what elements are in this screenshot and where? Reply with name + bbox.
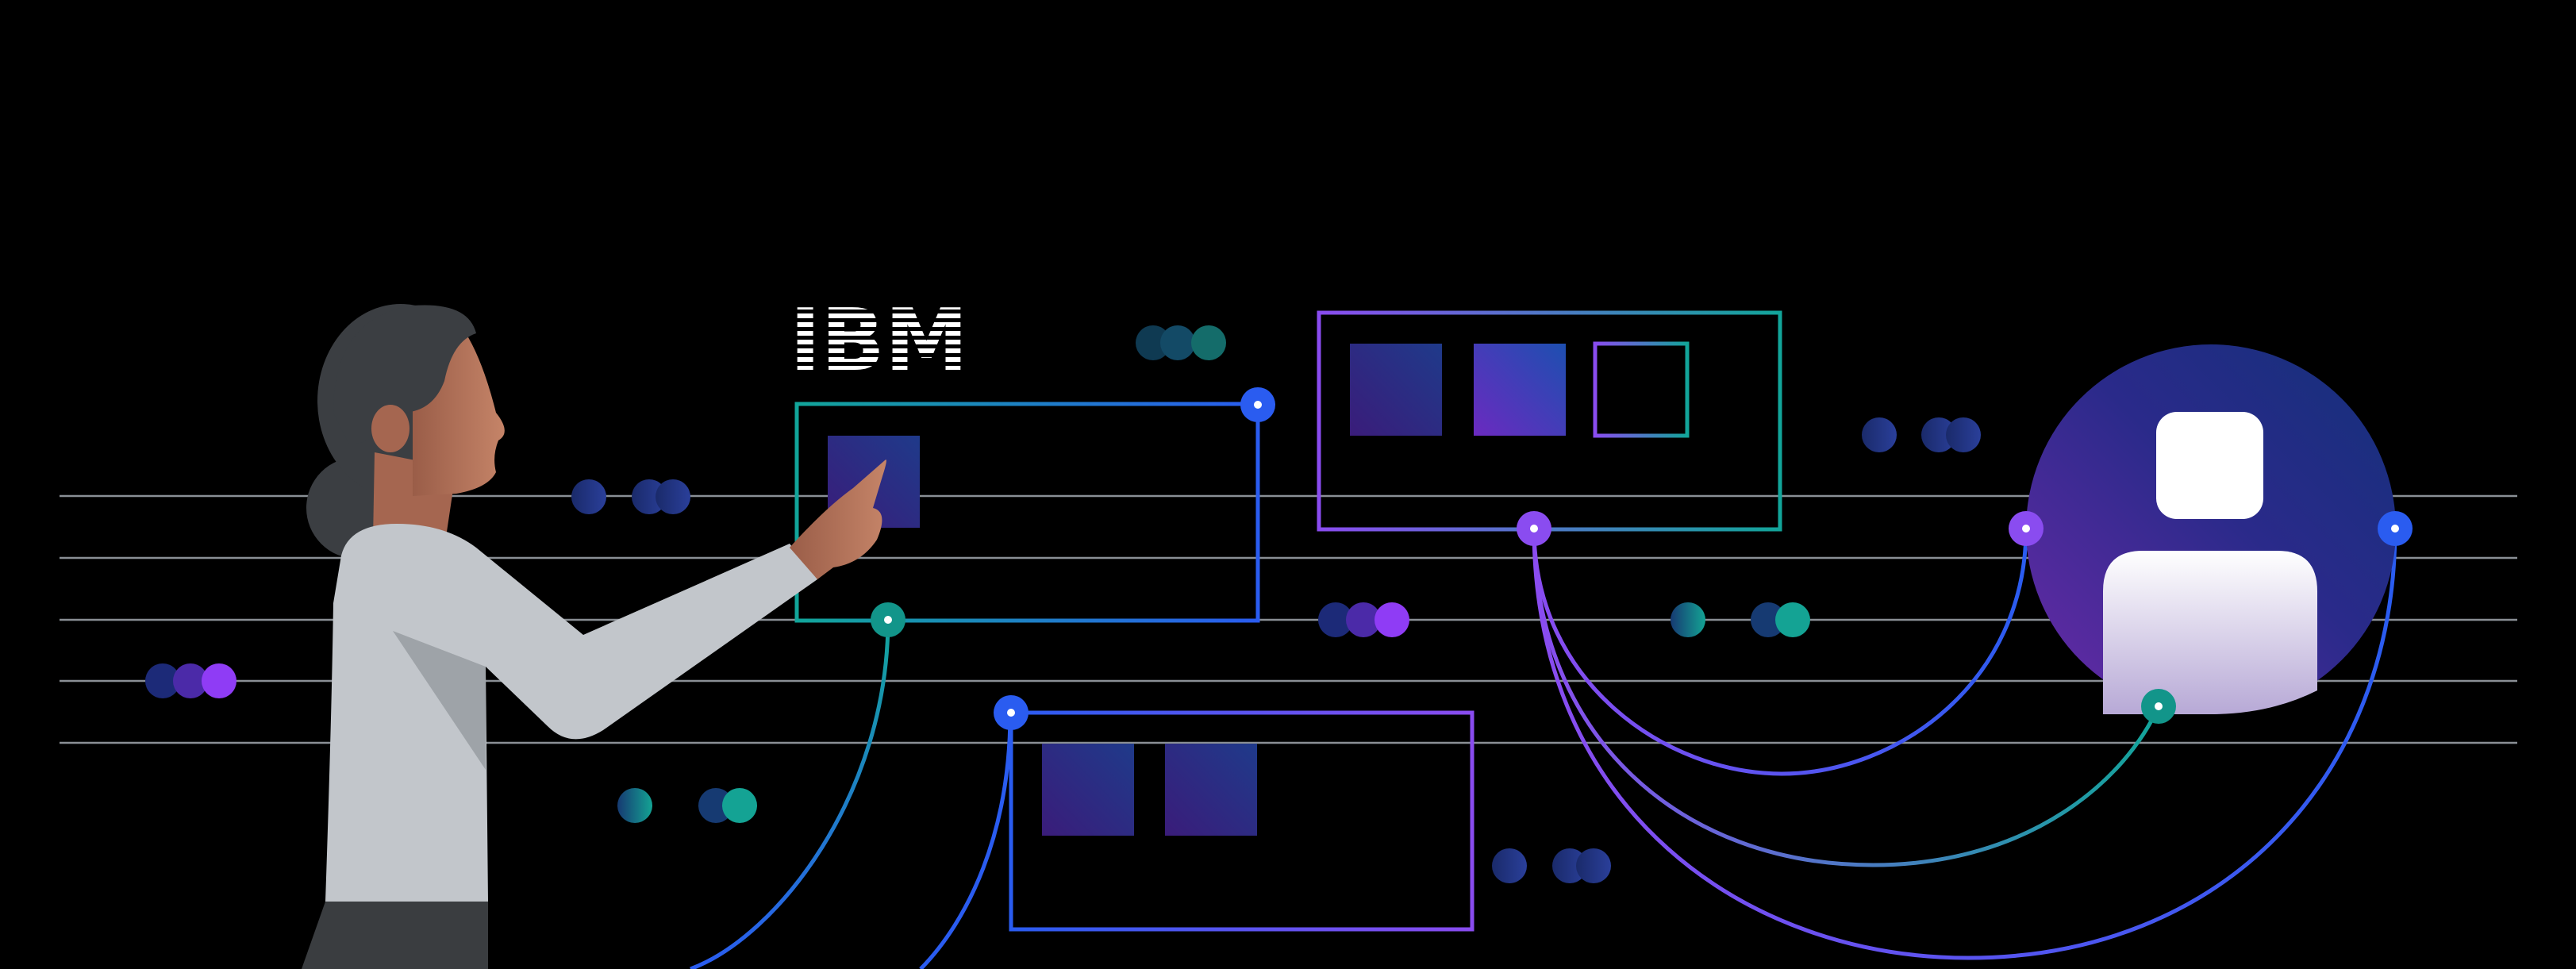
dot-cluster [145, 663, 236, 698]
frame-bottom [1009, 710, 1474, 932]
tile [1350, 344, 1442, 436]
dot-cluster [1136, 325, 1226, 360]
connection-arcs [690, 528, 2397, 969]
tile-outline [1593, 341, 1690, 438]
ibm-logo-icon: IBM [782, 291, 976, 390]
node-blue [1240, 387, 1275, 422]
tile [1474, 344, 1566, 436]
node-teal [2141, 689, 2176, 724]
ibm-logo: IBM [790, 291, 968, 390]
node-blue [2378, 511, 2413, 546]
dot-cluster [1318, 602, 1409, 637]
tile [1042, 744, 1134, 836]
dot-cluster [1671, 602, 1810, 637]
user-avatar-icon [2026, 344, 2396, 714]
node-purple [2009, 511, 2043, 546]
frame-top [1317, 310, 1782, 532]
dot-cluster [617, 788, 757, 823]
node-purple [1517, 511, 1551, 546]
dot-cluster [1862, 417, 1981, 452]
node-teal [871, 602, 905, 637]
dot-clusters [145, 325, 1981, 883]
connector-nodes [871, 387, 2413, 730]
dot-cluster [571, 479, 690, 514]
tile [1165, 744, 1257, 836]
dot-cluster [1492, 848, 1611, 883]
node-blue [994, 695, 1028, 730]
woman-pointing-illustration [302, 304, 886, 969]
